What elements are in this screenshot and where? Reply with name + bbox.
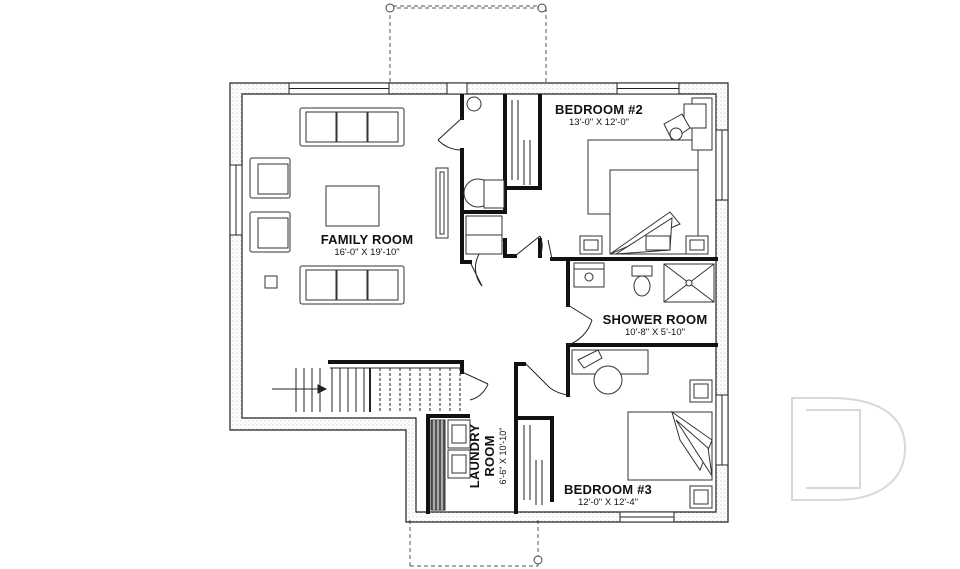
bedroom3-label: BEDROOM #3 12'-0" X 12'-4" [550, 482, 666, 509]
patio-bottom [409, 520, 539, 567]
family-room-furniture [249, 107, 449, 305]
shower-fixtures [573, 262, 715, 303]
door-swings [437, 117, 593, 401]
bedroom2-furniture [579, 97, 713, 255]
room-name: LAUNDRY [467, 423, 482, 489]
room-name: BEDROOM #2 [555, 102, 643, 117]
room-dimensions: 13'-0" X 12'-0" [568, 117, 629, 128]
patio-top [386, 5, 547, 83]
shower-room-label: SHOWER ROOM 10'-8" X 5'-10" [596, 312, 714, 339]
room-name: BEDROOM #3 [564, 482, 652, 497]
room-name: FAMILY ROOM [320, 232, 414, 247]
laundry-room-label: LAUNDRY ROOM 6'-6" X 10'-10" [467, 408, 511, 504]
room-dimensions: 16'-0" X 19'-10" [334, 247, 400, 258]
stairs [272, 367, 462, 412]
storage-fixtures [463, 96, 505, 255]
laundry-fixtures [430, 419, 471, 511]
room-dimensions: 12'-0" X 12'-4" [577, 497, 638, 508]
family-room-label: FAMILY ROOM 16'-0" X 19'-10" [300, 232, 434, 259]
room-name: ROOM [482, 435, 497, 477]
closet-doors [511, 100, 543, 505]
room-dimensions: 6'-6" X 10'-10" [498, 427, 508, 485]
watermark-logo [791, 397, 907, 501]
room-dimensions: 10'-8" X 5'-10" [624, 327, 685, 338]
room-name: SHOWER ROOM [602, 312, 708, 327]
interior-walls [328, 94, 718, 514]
windows [229, 82, 729, 523]
bedroom3-furniture [571, 349, 713, 509]
foundation-walls [229, 82, 729, 523]
bedroom2-label: BEDROOM #2 13'-0" X 12'-0" [538, 102, 660, 129]
